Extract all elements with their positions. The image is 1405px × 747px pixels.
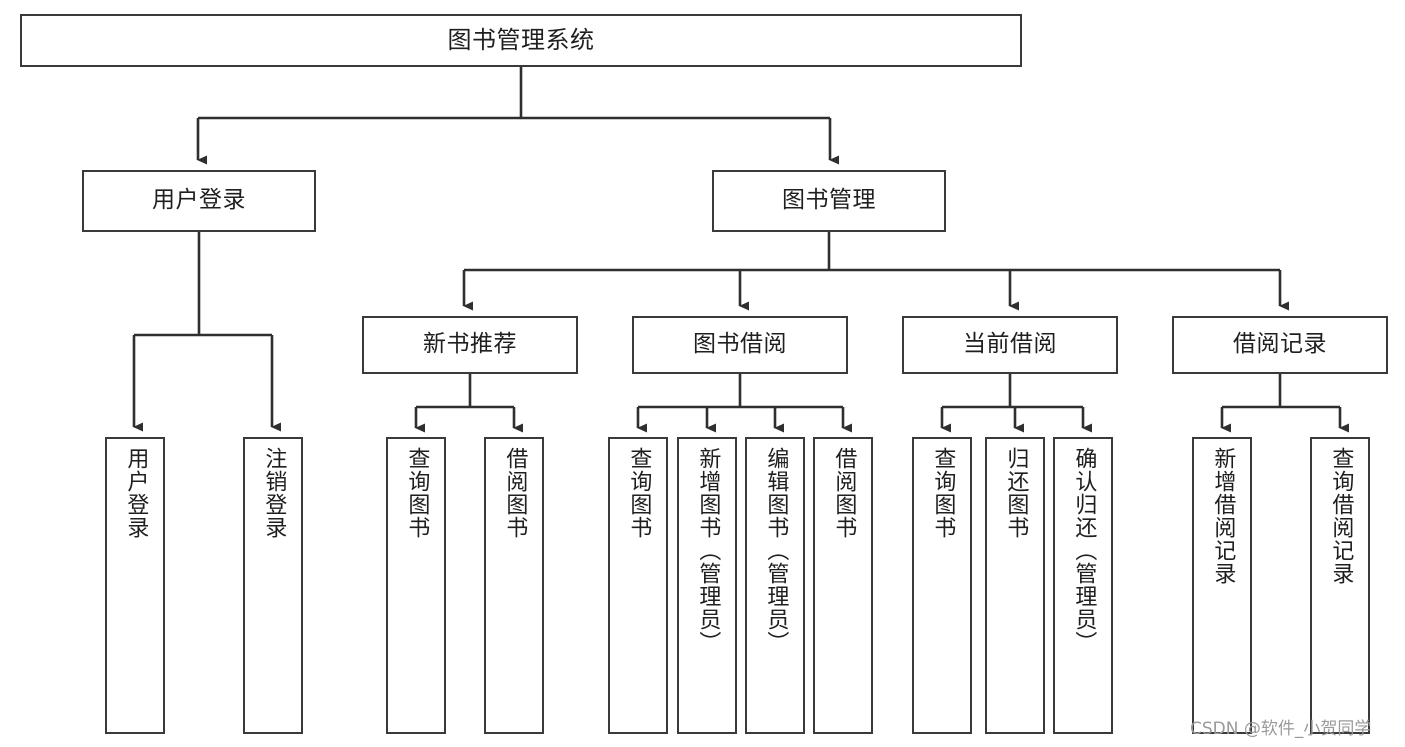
node-label: 当前借阅	[963, 331, 1057, 358]
node-leaf-borrow-book[interactable]: 借阅图书	[813, 437, 873, 734]
node-label: 确认归还（管理员）	[1071, 447, 1097, 654]
node-label: 新增借阅记录	[1210, 447, 1236, 585]
node-leaf-query-book-borrow[interactable]: 查询图书	[608, 437, 668, 734]
connector-new-book-recommend-to-leaves	[414, 374, 523, 433]
node-label: 注销登录	[261, 447, 287, 539]
node-book-management[interactable]: 图书管理	[712, 170, 946, 232]
node-leaf-add-book-admin[interactable]: 新增图书（管理员）	[677, 437, 737, 734]
node-label: 编辑图书（管理员）	[763, 447, 789, 654]
watermark-credit: CSDN @软件_小贺同学	[1190, 719, 1372, 739]
node-label: 用户登录	[123, 447, 149, 539]
node-label: 图书借阅	[693, 331, 787, 358]
connector-user-login-to-leaves	[132, 232, 281, 432]
node-label: 借阅记录	[1233, 331, 1327, 358]
node-book-borrow[interactable]: 图书借阅	[632, 316, 848, 374]
node-leaf-edit-book-admin[interactable]: 编辑图书（管理员）	[745, 437, 805, 734]
node-label: 查询图书	[626, 447, 652, 539]
node-label: 借阅图书	[502, 447, 528, 539]
node-label: 图书管理	[782, 187, 876, 214]
node-leaf-query-book-recommend[interactable]: 查询图书	[386, 437, 446, 734]
node-user-login[interactable]: 用户登录	[82, 170, 316, 232]
connector-book-borrow-to-leaves	[636, 374, 852, 433]
node-leaf-user-login[interactable]: 用户登录	[105, 437, 165, 734]
node-leaf-borrow-book-recommend[interactable]: 借阅图书	[484, 437, 544, 734]
node-label: 查询借阅记录	[1328, 447, 1354, 585]
node-label: 新书推荐	[423, 331, 517, 358]
node-current-borrow[interactable]: 当前借阅	[902, 316, 1118, 374]
node-leaf-add-borrow-record[interactable]: 新增借阅记录	[1192, 437, 1252, 734]
node-leaf-query-book-current[interactable]: 查询图书	[912, 437, 972, 734]
connector-book-management-to-level2	[462, 232, 1289, 311]
node-label: 新增图书（管理员）	[695, 447, 721, 654]
node-borrow-records[interactable]: 借阅记录	[1172, 316, 1388, 374]
connector-root-to-level1	[196, 67, 839, 165]
node-root-system[interactable]: 图书管理系统	[20, 14, 1022, 67]
connector-borrow-records-to-leaves	[1220, 374, 1349, 433]
node-label: 查询图书	[930, 447, 956, 539]
node-leaf-logout-login[interactable]: 注销登录	[243, 437, 303, 734]
node-label: 图书管理系统	[447, 26, 595, 55]
node-new-book-recommend[interactable]: 新书推荐	[362, 316, 578, 374]
node-label: 归还图书	[1003, 447, 1029, 539]
node-leaf-query-borrow-record[interactable]: 查询借阅记录	[1310, 437, 1370, 734]
node-label: 借阅图书	[831, 447, 857, 539]
node-label: 用户登录	[152, 187, 246, 214]
node-leaf-return-book[interactable]: 归还图书	[985, 437, 1045, 734]
node-label: 查询图书	[404, 447, 430, 539]
connector-current-borrow-to-leaves	[940, 374, 1092, 433]
node-leaf-confirm-return-admin[interactable]: 确认归还（管理员）	[1053, 437, 1113, 734]
